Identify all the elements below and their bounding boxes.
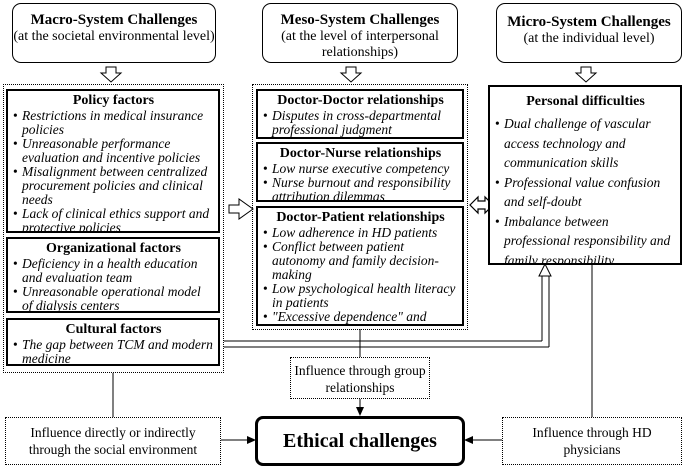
- list-item: Nurse burnout and responsibility attribu…: [263, 176, 458, 201]
- list-item: "Excessive dependence" and "excessive su…: [263, 310, 458, 325]
- influence-social-label: Influence directly or indirectly through…: [28, 425, 198, 457]
- list-item: Conflict between patient autonomy and fa…: [263, 240, 458, 282]
- policy-factors-box: Policy factors Restrictions in medical i…: [6, 89, 220, 233]
- organizational-factors-box: Organizational factors Deficiency in a h…: [6, 237, 220, 313]
- influence-physicians-note: Influence through HD physicians: [502, 417, 682, 465]
- influence-group-label: Influence through group relationships: [294, 363, 426, 395]
- list-item: Low psychological health literacy in pat…: [263, 282, 458, 310]
- down-arrow-icon: [574, 66, 598, 83]
- list-item: Deficiency in a health education and eva…: [13, 257, 214, 285]
- micro-header-subtitle: (at the individual level): [523, 31, 655, 46]
- list-item: Low nurse executive competency: [263, 162, 458, 177]
- doctor-nurse-title: Doctor-Nurse relationships: [279, 146, 442, 161]
- list-item: Disputes in cross-departmental professio…: [263, 109, 458, 137]
- meso-header-title: Meso-System Challenges: [280, 12, 440, 28]
- down-arrow-icon: [339, 66, 363, 83]
- meso-header: Meso-System Challenges (at the level of …: [262, 3, 458, 63]
- list-item: Dual challenge of vascular access techno…: [495, 114, 676, 173]
- doctor-doctor-title: Doctor-Doctor relationships: [277, 93, 444, 108]
- policy-factors-title: Policy factors: [72, 93, 155, 108]
- organizational-factors-title: Organizational factors: [46, 241, 181, 256]
- micro-header: Micro-System Challenges (at the individu…: [496, 3, 682, 63]
- ethical-challenges-title: Ethical challenges: [283, 430, 437, 452]
- right-arrow-icon: [228, 198, 254, 220]
- doctor-patient-title: Doctor-Patient relationships: [276, 210, 445, 225]
- doctor-doctor-box: Doctor-Doctor relationships Disputes in …: [256, 89, 464, 139]
- doctor-nurse-box: Doctor-Nurse relationships Low nurse exe…: [256, 142, 464, 202]
- influence-group-note: Influence through group relationships: [290, 357, 430, 399]
- macro-header: Macro-System Challenges (at the societal…: [12, 3, 216, 63]
- list-item: Professional value confusion and self-do…: [495, 173, 676, 212]
- macro-container: [3, 84, 224, 373]
- meso-container: [252, 84, 468, 330]
- meso-header-subtitle: (at the level of interpersonal relations…: [281, 29, 439, 60]
- list-item: Restrictions in medical insurance polici…: [13, 109, 214, 137]
- personal-difficulties-box: Personal difficulties Dual challenge of …: [488, 85, 682, 265]
- doctor-patient-box: Doctor-Patient relationships Low adheren…: [256, 206, 464, 326]
- macro-header-title: Macro-System Challenges: [30, 12, 198, 28]
- micro-header-title: Micro-System Challenges: [507, 14, 671, 30]
- list-item: Unreasonable operational model of dialys…: [13, 285, 214, 312]
- cultural-factors-title: Cultural factors: [65, 322, 162, 337]
- list-item: The gap between TCM and modern medicine: [13, 338, 214, 365]
- ethical-challenges-box: Ethical challenges: [255, 416, 465, 466]
- list-item: Imbalance between professional responsib…: [495, 212, 676, 264]
- up-arrow-icon: [538, 262, 552, 277]
- list-item: Unreasonable performance evaluation and …: [13, 137, 214, 165]
- influence-social-note: Influence directly or indirectly through…: [5, 417, 221, 465]
- list-item: Lack of clinical ethics support and prot…: [13, 207, 214, 232]
- macro-header-subtitle: (at the societal environmental level): [13, 29, 215, 44]
- list-item: Misalignment between centralized procure…: [13, 165, 214, 207]
- cultural-factors-box: Cultural factors The gap between TCM and…: [6, 318, 220, 366]
- personal-difficulties-title: Personal difficulties: [526, 94, 645, 109]
- influence-physicians-label: Influence through HD physicians: [532, 425, 652, 457]
- down-arrow-icon: [99, 66, 123, 83]
- list-item: Low adherence in HD patients: [263, 226, 458, 241]
